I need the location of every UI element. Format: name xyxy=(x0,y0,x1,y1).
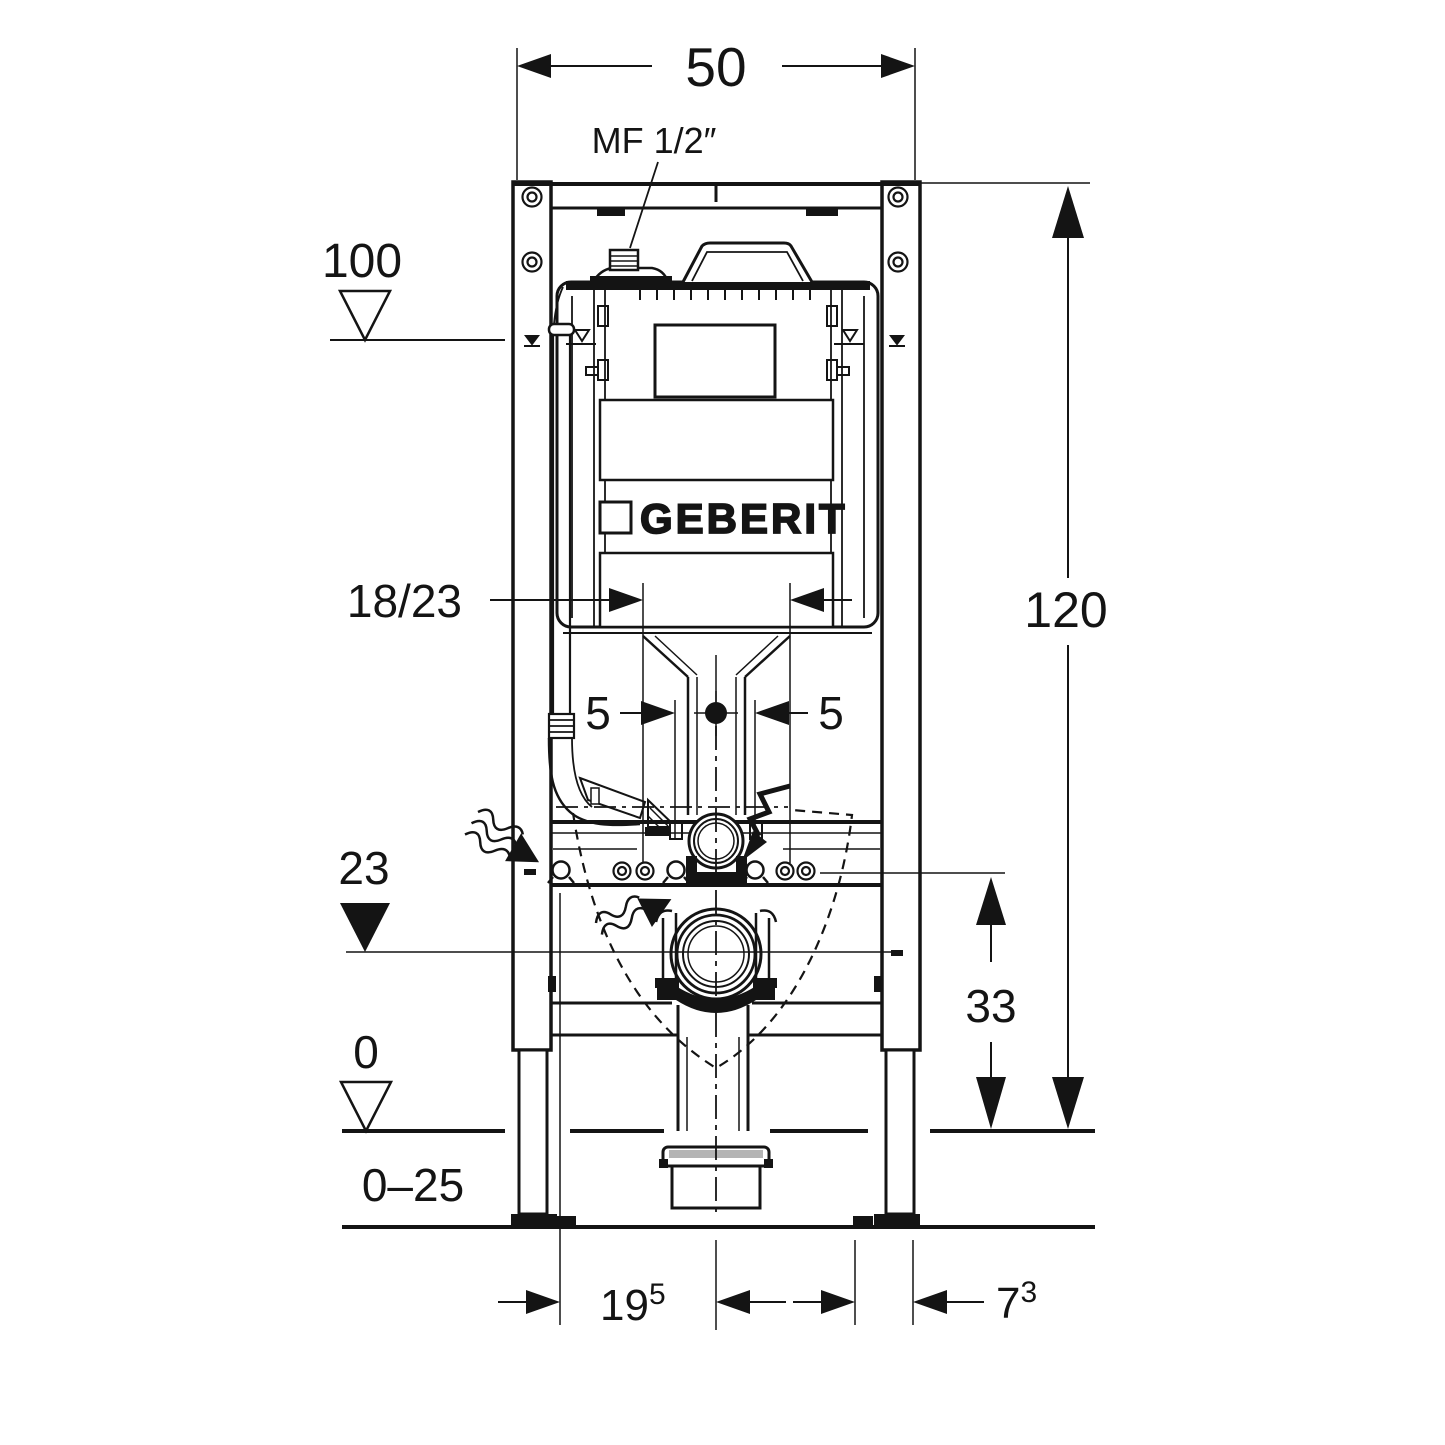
dim-height-label: 120 xyxy=(1024,582,1107,638)
dim-73-label: 73 xyxy=(996,1276,1037,1328)
mounting-holes-icon xyxy=(521,186,909,273)
level-0-label: 0 xyxy=(353,1026,379,1078)
frame-bottom-bar xyxy=(551,1001,882,1037)
dimension-120 xyxy=(917,182,1090,1129)
water-connection-label: MF 1/2″ xyxy=(592,120,717,161)
dim-outlet-depth-label: 18/23 xyxy=(347,575,462,627)
dimension-5-5 xyxy=(620,691,808,840)
fill-valve-and-supply-pipe xyxy=(547,286,576,740)
concealed-cistern xyxy=(524,241,905,740)
flush-outlet-funnel xyxy=(642,635,791,815)
water-connection-fitting xyxy=(590,248,672,284)
floor-buildup-label: 0–25 xyxy=(362,1159,464,1211)
frame-left-leg xyxy=(517,1048,549,1216)
drain-pipe xyxy=(676,1005,750,1131)
upright-clips xyxy=(524,869,903,992)
actuator-lever xyxy=(578,776,647,820)
flush-bend-mechanism xyxy=(547,737,763,840)
water-level-icon xyxy=(524,329,905,347)
logo-text: GEBERIT xyxy=(640,495,848,542)
dim-offset-left-label: 5 xyxy=(585,687,611,739)
level-23-label: 23 xyxy=(338,842,389,894)
cistern-side-tabs xyxy=(585,305,850,381)
cistern-top-ticks xyxy=(639,290,811,300)
rail-clip-right xyxy=(806,208,838,216)
dimension-33 xyxy=(820,872,1006,1129)
logo-square-icon xyxy=(598,500,633,535)
dimension-50 xyxy=(516,48,916,180)
frame-right-leg xyxy=(884,1048,916,1216)
rail-clip-left xyxy=(597,208,625,216)
dimension-bottom xyxy=(498,893,984,1330)
cistern-top-band xyxy=(566,281,870,290)
mounting-frame xyxy=(511,180,922,1227)
cistern-panel-lower xyxy=(598,551,835,629)
frame-left-upright xyxy=(511,180,553,1052)
frame-right-upright xyxy=(880,180,922,1052)
airflow-arrow-outer xyxy=(464,808,540,863)
brand-logo: GEBERIT xyxy=(598,494,848,543)
fixing-holes-icon xyxy=(612,861,816,881)
water-connection-callout xyxy=(629,161,659,249)
airflow-arrow-inner xyxy=(594,895,672,935)
power-supply-lightning-icon xyxy=(742,783,791,861)
level-100-label: 100 xyxy=(322,235,402,288)
cistern-window xyxy=(653,323,777,399)
cistern-panel-upper xyxy=(598,398,835,482)
level-marker-23 xyxy=(340,903,893,953)
dim-offset-right-label: 5 xyxy=(818,687,844,739)
dim-width-top-label: 50 xyxy=(685,36,746,98)
dim-195-label: 195 xyxy=(600,1278,666,1330)
frame-feet xyxy=(511,1214,920,1227)
level-marker-0 xyxy=(338,1080,394,1134)
dim-fixing-height-label: 33 xyxy=(965,980,1016,1032)
level-marker-100 xyxy=(330,289,505,343)
